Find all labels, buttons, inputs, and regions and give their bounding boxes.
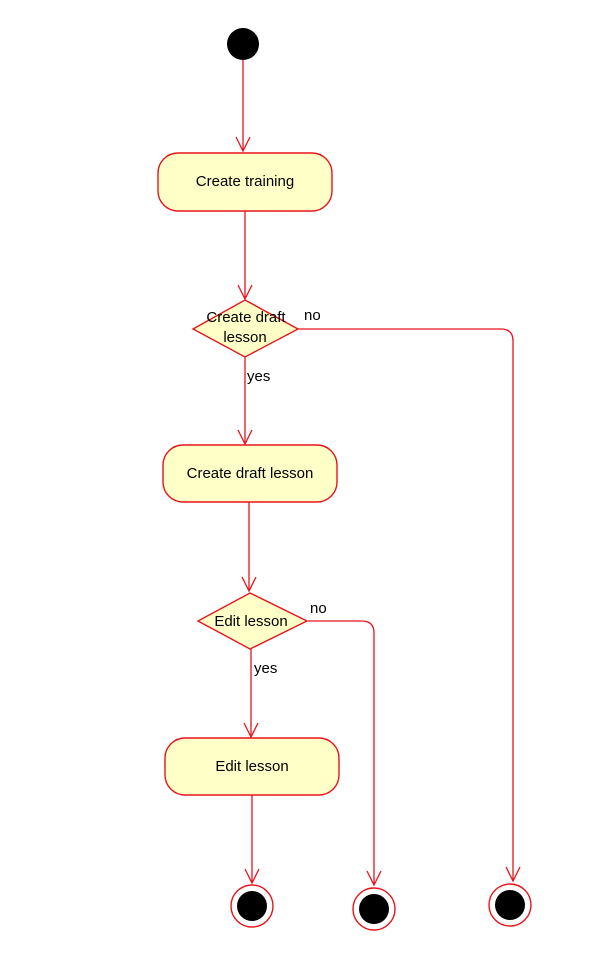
- final-node-edit-no: [352, 887, 396, 931]
- arrowhead: [237, 284, 253, 301]
- decision-create-draft-label: Create draft: [206, 309, 286, 326]
- arrowhead: [241, 576, 257, 593]
- flows: [235, 60, 521, 887]
- arrowhead: [244, 868, 260, 885]
- guard-decision2-yes: yes: [254, 660, 277, 677]
- final-node-after-edit: [230, 884, 274, 928]
- activity-edit-lesson-label: Edit lesson: [215, 758, 288, 775]
- activity-create-training-label: Create training: [196, 173, 294, 190]
- final-node-draft-no: [488, 883, 532, 927]
- guard-decision1-yes: yes: [247, 368, 270, 385]
- arrowhead: [366, 870, 382, 887]
- decision-edit-lesson: Edit lesson: [196, 592, 309, 650]
- decision-create-draft-label-line2: lesson: [223, 329, 266, 346]
- activity-create-draft-lesson: Create draft lesson: [162, 444, 338, 503]
- activity-edit-lesson: Edit lesson: [164, 737, 340, 796]
- arrowhead: [505, 866, 521, 883]
- arrowhead: [243, 722, 259, 739]
- decision-edit-label: Edit lesson: [214, 613, 287, 630]
- arrowhead: [237, 429, 253, 446]
- activity-create-draft-lesson-label: Create draft lesson: [187, 465, 314, 482]
- decision-create-draft-lesson: Create draft lesson: [191, 299, 300, 358]
- guard-decision1-no: no: [304, 307, 321, 324]
- arrowhead: [235, 136, 251, 153]
- activity-create-training: Create training: [157, 152, 333, 212]
- guard-decision2-no: no: [310, 600, 327, 617]
- flow-decision-edit-no: [308, 620, 375, 884]
- initial-node: [227, 28, 259, 60]
- flow-decision-create-draft-no: [298, 328, 514, 880]
